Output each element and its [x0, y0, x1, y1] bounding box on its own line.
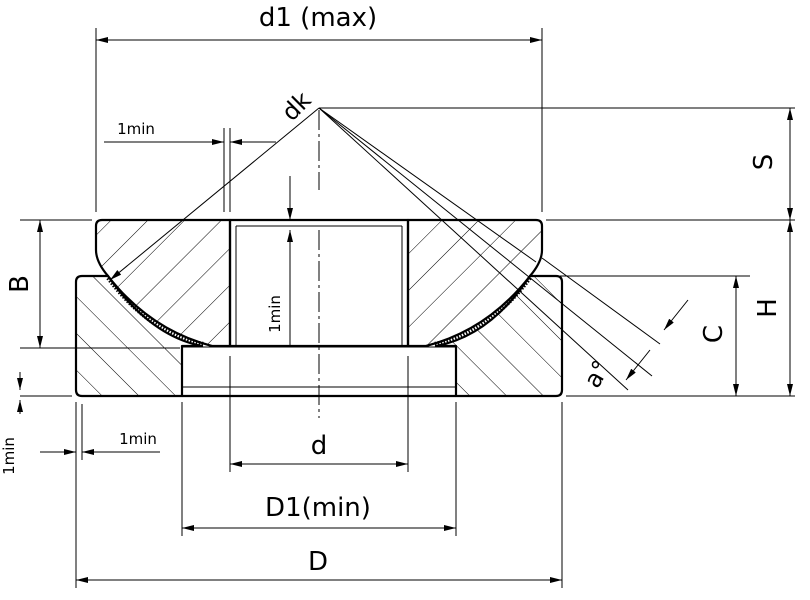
d1-max-label: d1 (max) [259, 3, 377, 33]
dk-label: dk [276, 86, 316, 126]
s-label: S [749, 154, 779, 171]
dimension-lines [17, 37, 793, 583]
construction-lines [20, 28, 795, 588]
inner-ring [94, 218, 544, 348]
d1-min-label: D1(min) [265, 493, 371, 523]
sliding-layer-left [106, 276, 205, 346]
d-outer-label: D [308, 547, 328, 577]
h-label: H [753, 298, 783, 318]
sliding-layer-right [433, 276, 532, 346]
b-label: B [5, 275, 35, 293]
d-label: d [311, 431, 328, 461]
c-label: C [699, 325, 729, 343]
one-min-bore-label: 1min [266, 295, 284, 333]
one-min-left-label: 1min [0, 437, 18, 475]
one-min-bottom-label: 1min [119, 430, 157, 448]
one-min-top-label: 1min [117, 120, 155, 138]
alpha-label: a° [578, 355, 616, 392]
